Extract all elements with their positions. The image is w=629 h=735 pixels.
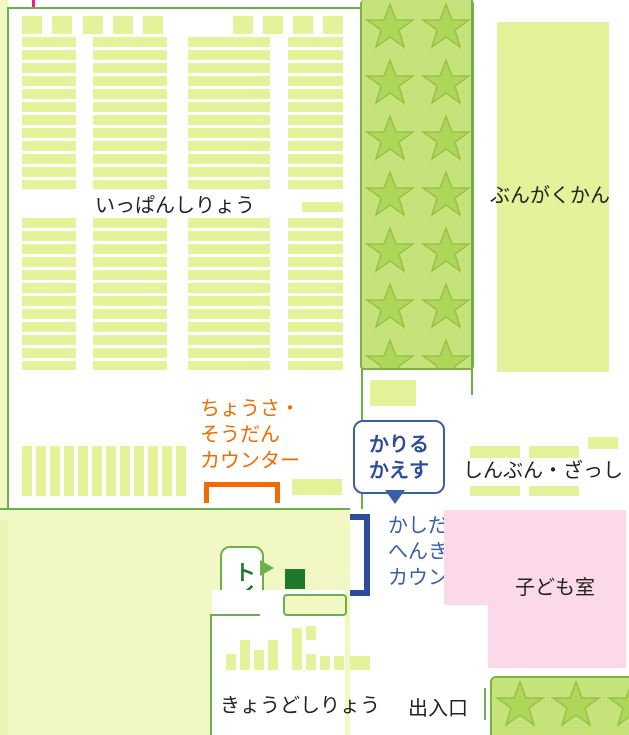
shelf	[323, 16, 343, 34]
area-label-literature: ぶんがくかん	[490, 183, 610, 207]
area-label-entrance: 出入口	[408, 696, 468, 720]
area-label-general-materials: いっぱんしりょう	[95, 193, 255, 217]
shelf	[470, 486, 520, 496]
children-room-step	[444, 510, 488, 605]
shelf-group-lower-1	[22, 218, 76, 370]
shelf	[302, 202, 343, 212]
area-label-children-room: 子ども室	[515, 575, 595, 599]
shelf-group-upper-3	[188, 37, 270, 189]
lending-counter	[350, 514, 370, 596]
reference-counter-label-2: そうだん	[200, 422, 280, 446]
literature-room-outline	[471, 0, 629, 395]
shelf	[529, 446, 579, 458]
star-edge-left	[0, 520, 8, 735]
shelf	[143, 16, 163, 34]
corridor-pipe	[283, 594, 347, 616]
shelf	[320, 656, 330, 670]
shelf-group-lower-4	[288, 218, 343, 370]
shelf	[268, 640, 278, 670]
shelf-group-vertical	[22, 446, 190, 496]
shelf	[52, 16, 72, 34]
shelf	[529, 486, 579, 496]
shelf	[292, 628, 302, 670]
shelf-group-upper-1	[22, 37, 76, 189]
left-wall-line	[7, 7, 9, 510]
shelf	[240, 640, 250, 670]
reference-counter-label-3: カウンター	[200, 448, 300, 472]
children-room	[488, 510, 626, 668]
borrow-return-callout: かりる かえす	[353, 420, 445, 494]
borrow-return-text-2: かえす	[369, 458, 429, 482]
callout-pointer	[385, 490, 405, 504]
shelf	[22, 16, 42, 34]
shelf	[350, 656, 370, 670]
shelf	[83, 16, 103, 34]
shelf-group-lower-3	[188, 218, 270, 370]
shelf	[292, 479, 342, 495]
shelf	[306, 626, 316, 640]
shelf	[254, 650, 264, 670]
star-garden-bottom-right	[490, 676, 629, 735]
reference-counter	[204, 482, 280, 503]
star-garden-center	[360, 0, 474, 370]
shelf	[334, 656, 344, 670]
shelf	[226, 654, 236, 670]
shelf	[470, 446, 520, 458]
shelf	[233, 16, 253, 34]
corridor-wall-top	[210, 614, 260, 616]
area-label-newspapers: しんぶん・ざっし	[463, 458, 623, 482]
literature-area	[497, 22, 609, 372]
left-wall-strip	[0, 0, 8, 510]
shelf-group-lower-2	[93, 218, 167, 370]
shelf-group-upper-4	[288, 37, 343, 189]
corridor-wall-left	[210, 614, 212, 735]
shelf	[370, 380, 416, 406]
shelf	[263, 16, 283, 34]
square-icon	[285, 569, 305, 589]
reference-counter-label-1: ちょうさ・	[200, 396, 300, 420]
toilet-pointer	[260, 560, 274, 576]
shelf	[588, 437, 618, 449]
area-label-school-materials: きょうどしりょう	[220, 693, 380, 717]
shelf-group-upper-2	[93, 37, 167, 189]
borrow-return-text-1: かりる	[369, 432, 429, 456]
shelf	[113, 16, 133, 34]
shelf	[293, 16, 313, 34]
shelf	[306, 654, 316, 670]
